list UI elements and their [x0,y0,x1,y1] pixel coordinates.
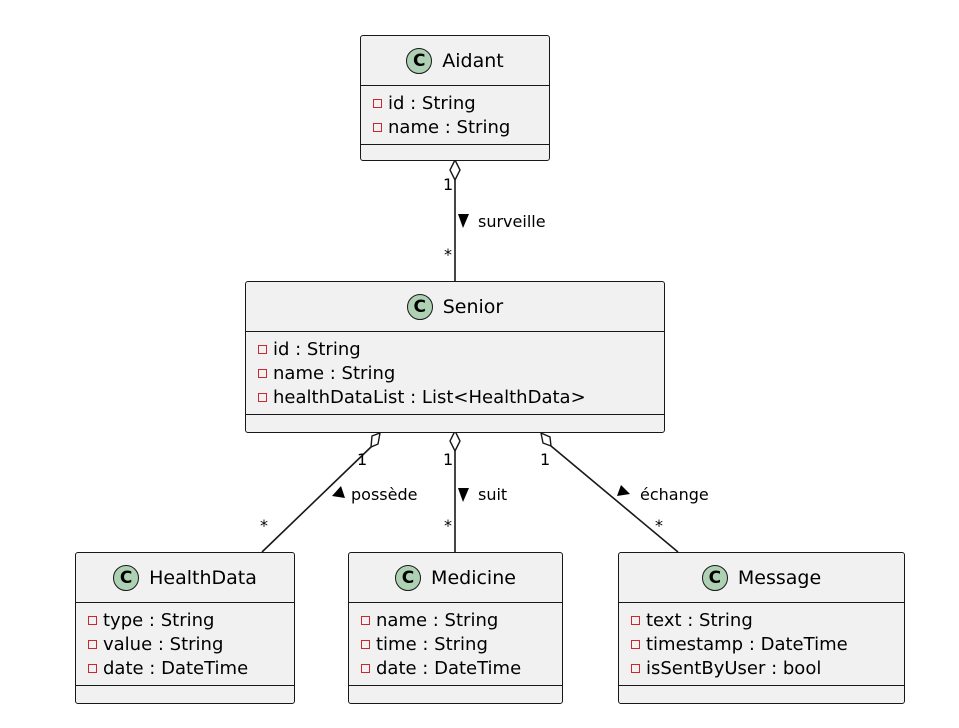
direction-arrow-surveille [458,214,469,228]
private-icon [361,615,370,625]
direction-arrow-suit [458,488,469,502]
multiplicity-echange-source: 1 [540,450,551,469]
class-name: Senior [442,295,504,318]
attribute: text : String [631,608,894,632]
class-name: Medicine [431,566,516,589]
class-aidant[interactable]: C Aidant id : String name : String [360,35,550,161]
direction-arrow-possede [332,486,345,498]
private-icon [631,615,640,625]
attribute: time : String [361,632,552,656]
relation-label-echange: échange [640,485,709,504]
class-healthdata[interactable]: C HealthData type : String value : Strin… [75,552,295,704]
attribute: value : String [88,632,284,656]
class-header: C HealthData [76,553,294,603]
aggregation-diamond-senior-medicine [449,429,461,453]
class-c-icon: C [395,564,422,591]
class-message[interactable]: C Message text : String timestamp : Date… [618,552,905,704]
attribute: id : String [258,337,654,361]
method-list [246,415,664,423]
private-icon [631,663,640,673]
class-medicine[interactable]: C Medicine name : String time : String d… [348,552,563,704]
attribute: name : String [258,361,654,385]
attribute-list: id : String name : String [361,86,549,145]
multiplicity-suit-source: 1 [443,450,454,469]
attribute: timestamp : DateTime [631,632,894,656]
private-icon [258,344,267,354]
method-list [619,686,904,694]
private-icon [361,639,370,649]
multiplicity-echange-target: * [655,516,663,535]
attribute: id : String [373,91,539,115]
class-c-icon: C [701,564,728,591]
multiplicity-possede-source: 1 [357,450,368,469]
class-header: C Medicine [349,553,562,603]
private-icon [373,98,382,108]
relation-label-suit: suit [478,485,508,504]
class-c-icon: C [406,47,433,74]
multiplicity-suit-target: * [444,516,452,535]
method-list [361,145,549,153]
class-c-icon: C [113,564,140,591]
class-name: Message [737,566,822,589]
attribute: healthDataList : List<HealthData> [258,385,654,409]
method-list [349,686,562,694]
aggregation-diamond-senior-healthdata [370,431,381,449]
aggregation-diamond-aidant [449,158,461,182]
class-name: Aidant [442,49,504,72]
attribute: name : String [361,608,552,632]
private-icon [631,639,640,649]
class-header: C Message [619,553,904,603]
attribute: date : DateTime [361,656,552,680]
private-icon [88,615,97,625]
private-icon [88,639,97,649]
attribute: date : DateTime [88,656,284,680]
attribute: type : String [88,608,284,632]
private-icon [258,368,267,378]
class-c-icon: C [406,293,433,320]
multiplicity-aidant-source: 1 [443,175,454,194]
private-icon [88,663,97,673]
class-header: C Aidant [361,36,549,86]
relation-label-possede: possède [351,485,418,504]
class-name: HealthData [149,566,257,589]
attribute-list: id : String name : String healthDataList… [246,332,664,415]
class-senior[interactable]: C Senior id : String name : String healt… [245,281,665,433]
method-list [76,686,294,694]
direction-arrow-echange [617,485,630,496]
attribute-list: type : String value : String date : Date… [76,603,294,686]
attribute-list: name : String time : String date : DateT… [349,603,562,686]
edge-echange [550,445,679,553]
aggregation-diamond-senior-message [540,431,552,448]
edge-possede [261,446,372,553]
attribute: name : String [373,115,539,139]
private-icon [361,663,370,673]
private-icon [258,392,267,402]
multiplicity-possede-target: * [260,516,268,535]
relation-label-surveille: surveille [478,212,546,231]
private-icon [373,122,382,132]
class-header: C Senior [246,282,664,332]
multiplicity-senior-target: * [444,245,452,264]
attribute: isSentByUser : bool [631,656,894,680]
attribute-list: text : String timestamp : DateTime isSen… [619,603,904,686]
